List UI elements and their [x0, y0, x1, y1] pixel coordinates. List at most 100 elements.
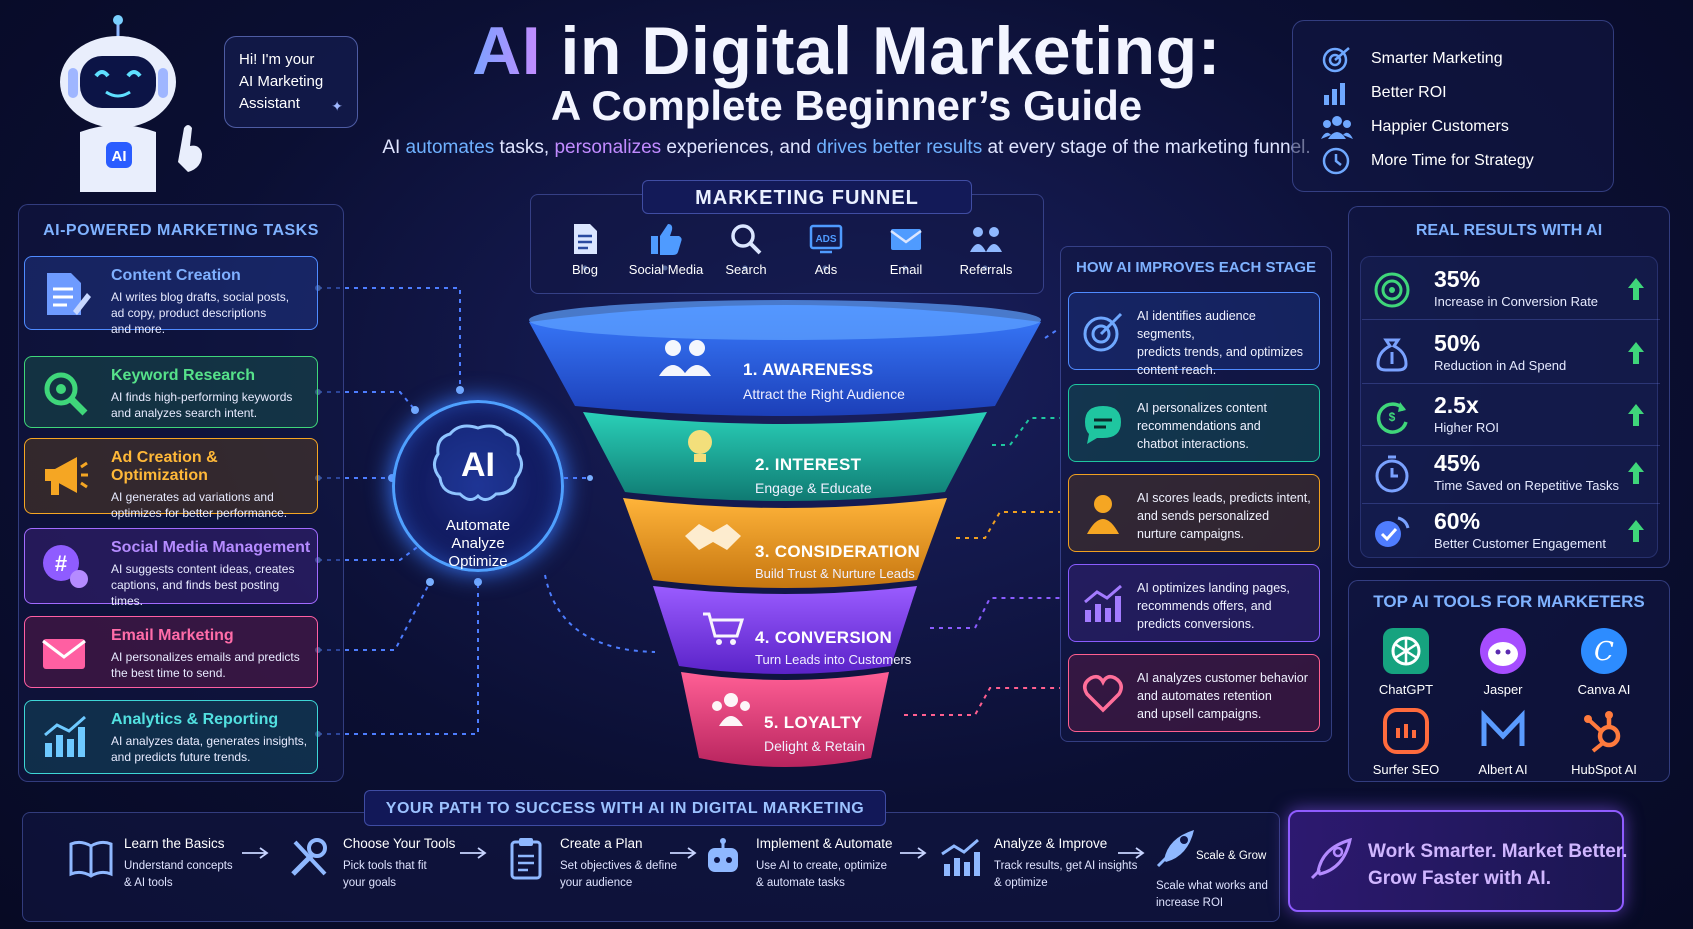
improvement-text: AI analyzes customer behavior	[1137, 671, 1308, 685]
task-title: Social Media Management	[111, 539, 311, 556]
target-icon	[1322, 47, 1350, 73]
result-value: 50%	[1434, 330, 1481, 356]
funnel-stage-conversion	[653, 586, 917, 674]
cta-line: Work Smarter. Market Better.	[1368, 841, 1628, 862]
tool-label: Albert AI	[1478, 762, 1528, 777]
step-desc-line: & automate tasks	[756, 877, 845, 889]
stage-title: 1. AWARENESS	[743, 360, 874, 379]
robot-icon	[708, 838, 738, 872]
tool-albert-ai[interactable]: Albert AI	[1453, 706, 1553, 777]
sparkle-icon: ✦	[331, 98, 343, 114]
funnel-stage-awareness	[529, 300, 1041, 416]
mail-icon	[890, 229, 922, 250]
chatgpt-logo	[1383, 628, 1429, 674]
result-item: 45% Time Saved on Repetitive Tasks	[1362, 446, 1660, 504]
improvement-conversion[interactable]: AI optimizes landing pages, recommends o…	[1068, 564, 1320, 642]
task-card-ad-creation[interactable]: Ad Creation & Optimization AI generates …	[24, 438, 318, 520]
task-desc: AI suggests content ideas, creates	[111, 562, 295, 576]
result-item: $ 2.5x Higher ROI	[1362, 388, 1660, 446]
task-desc: AI finds high-performing keywords	[111, 390, 293, 404]
tools-title: TOP AI TOOLS FOR MARKETERS	[1373, 592, 1645, 611]
improvement-text: and sends personalized	[1137, 509, 1270, 523]
bubble-line: Hi! I'm your	[239, 51, 315, 68]
improvement-text: chatbot interactions.	[1137, 437, 1249, 451]
channel-search: Search	[706, 222, 786, 277]
cta-text: Work Smarter. Market Better. Grow Faster…	[1368, 838, 1627, 892]
svg-text:$: $	[1389, 410, 1396, 424]
step-desc-line: Scale what works and	[1156, 880, 1268, 892]
step-desc-line: Understand concepts	[124, 860, 233, 872]
improvement-loyalty[interactable]: AI analyzes customer behavior and automa…	[1068, 654, 1320, 732]
task-card-email-marketing[interactable]: Email Marketing AI personalizes emails a…	[24, 616, 318, 688]
task-desc: and analyzes search intent.	[111, 406, 258, 420]
albert-logo	[1481, 709, 1525, 746]
tagline-part: AI	[382, 137, 406, 158]
task-title: Analytics & Reporting	[111, 711, 279, 728]
task-card-content-creation[interactable]: Content Creation AI writes blog drafts, …	[24, 256, 318, 336]
tagline-highlight: drives better results	[816, 137, 983, 158]
analytics-icon	[44, 715, 86, 757]
cta-banner[interactable]	[1288, 810, 1624, 912]
stage-subtitle: Attract the Right Audience	[743, 386, 905, 402]
tool-surfer-seo[interactable]: Surfer SEO	[1356, 706, 1456, 777]
improvement-consideration[interactable]: AI scores leads, predicts intent, and se…	[1068, 474, 1320, 552]
stage-title: 2. INTEREST	[755, 455, 862, 474]
result-item: 60% Better Customer Engagement	[1362, 504, 1660, 562]
tool-label: ChatGPT	[1378, 682, 1434, 697]
chart-up-icon	[941, 838, 980, 876]
ai-hub-line: Analyze	[451, 535, 505, 552]
improvement-text: nurture campaigns.	[1137, 527, 1245, 541]
task-desc: AI generates ad variations and	[111, 490, 274, 504]
improvement-text: recommendations and	[1137, 419, 1261, 433]
improvement-interest[interactable]: AI personalizes content recommendations …	[1068, 384, 1320, 462]
title-rest: in Digital Marketing:	[541, 13, 1221, 89]
channel-ads: ADS Ads	[786, 222, 866, 277]
stage-title: 3. CONSIDERATION	[755, 542, 921, 561]
task-card-keyword-research[interactable]: Keyword Research AI finds high-performin…	[24, 356, 318, 428]
stage-title: 4. CONVERSION	[755, 628, 893, 647]
svg-text:#: #	[55, 551, 67, 576]
document-pen-icon	[47, 273, 91, 315]
improvements-title: HOW AI IMPROVES EACH STAGE	[1075, 259, 1316, 276]
title-ai: AI	[472, 13, 542, 89]
arrow-right-icon	[900, 847, 927, 859]
tool-label: HubSpot AI	[1571, 762, 1637, 777]
path-panel	[22, 812, 1280, 922]
tools-icon	[291, 838, 327, 876]
stage-subtitle: Turn Leads into Customers	[755, 652, 912, 667]
target-icon	[1083, 312, 1123, 352]
page-title: AI in Digital Marketing:	[0, 12, 1693, 90]
ai-hub-line: Automate	[445, 517, 511, 534]
arrow-right-icon	[460, 847, 487, 859]
task-card-social-media[interactable]: # Social Media Management AI suggests co…	[24, 528, 318, 608]
tool-jasper[interactable]: Jasper	[1453, 626, 1553, 697]
tool-hubspot-ai[interactable]: HubSpot AI	[1554, 706, 1654, 777]
improvement-awareness[interactable]: AI identifies audience segments, predict…	[1068, 292, 1320, 377]
improvement-text: AI personalizes content	[1137, 401, 1267, 415]
improvement-text: predicts conversions.	[1137, 617, 1255, 631]
tool-canva[interactable]: C Canva AI	[1554, 626, 1654, 697]
step-desc-line: Pick tools that fit	[343, 860, 427, 872]
rocket-icon	[1156, 830, 1194, 868]
benefit-label: More Time for Strategy	[1371, 152, 1534, 169]
benefit-label: Smarter Marketing	[1371, 50, 1503, 67]
tool-chatgpt[interactable]: ChatGPT	[1356, 626, 1456, 697]
stage-subtitle: Build Trust & Nurture Leads	[755, 566, 915, 581]
tool-label: Canva AI	[1577, 682, 1631, 697]
stage-subtitle: Delight & Retain	[764, 738, 866, 754]
step-desc-line: your goals	[343, 877, 397, 889]
improvement-text: AI identifies audience segments,	[1137, 309, 1256, 341]
robot-badge: AI	[112, 148, 127, 165]
tasks-title: AI-POWERED MARKETING TASKS	[43, 222, 319, 239]
result-value: 2.5x	[1434, 392, 1479, 418]
task-card-analytics[interactable]: Analytics & Reporting AI analyzes data, …	[24, 700, 318, 774]
canva-logo: C	[1581, 628, 1627, 674]
result-value: 60%	[1434, 508, 1481, 534]
money-bag-icon	[1376, 338, 1408, 372]
step-title: Create a Plan	[560, 836, 643, 851]
step-desc: Use AI to create, optimize & automate tas…	[756, 858, 887, 892]
task-title: Keyword Research	[111, 367, 256, 384]
cart-icon	[703, 612, 745, 645]
step-desc-line: Use AI to create, optimize	[756, 860, 888, 872]
